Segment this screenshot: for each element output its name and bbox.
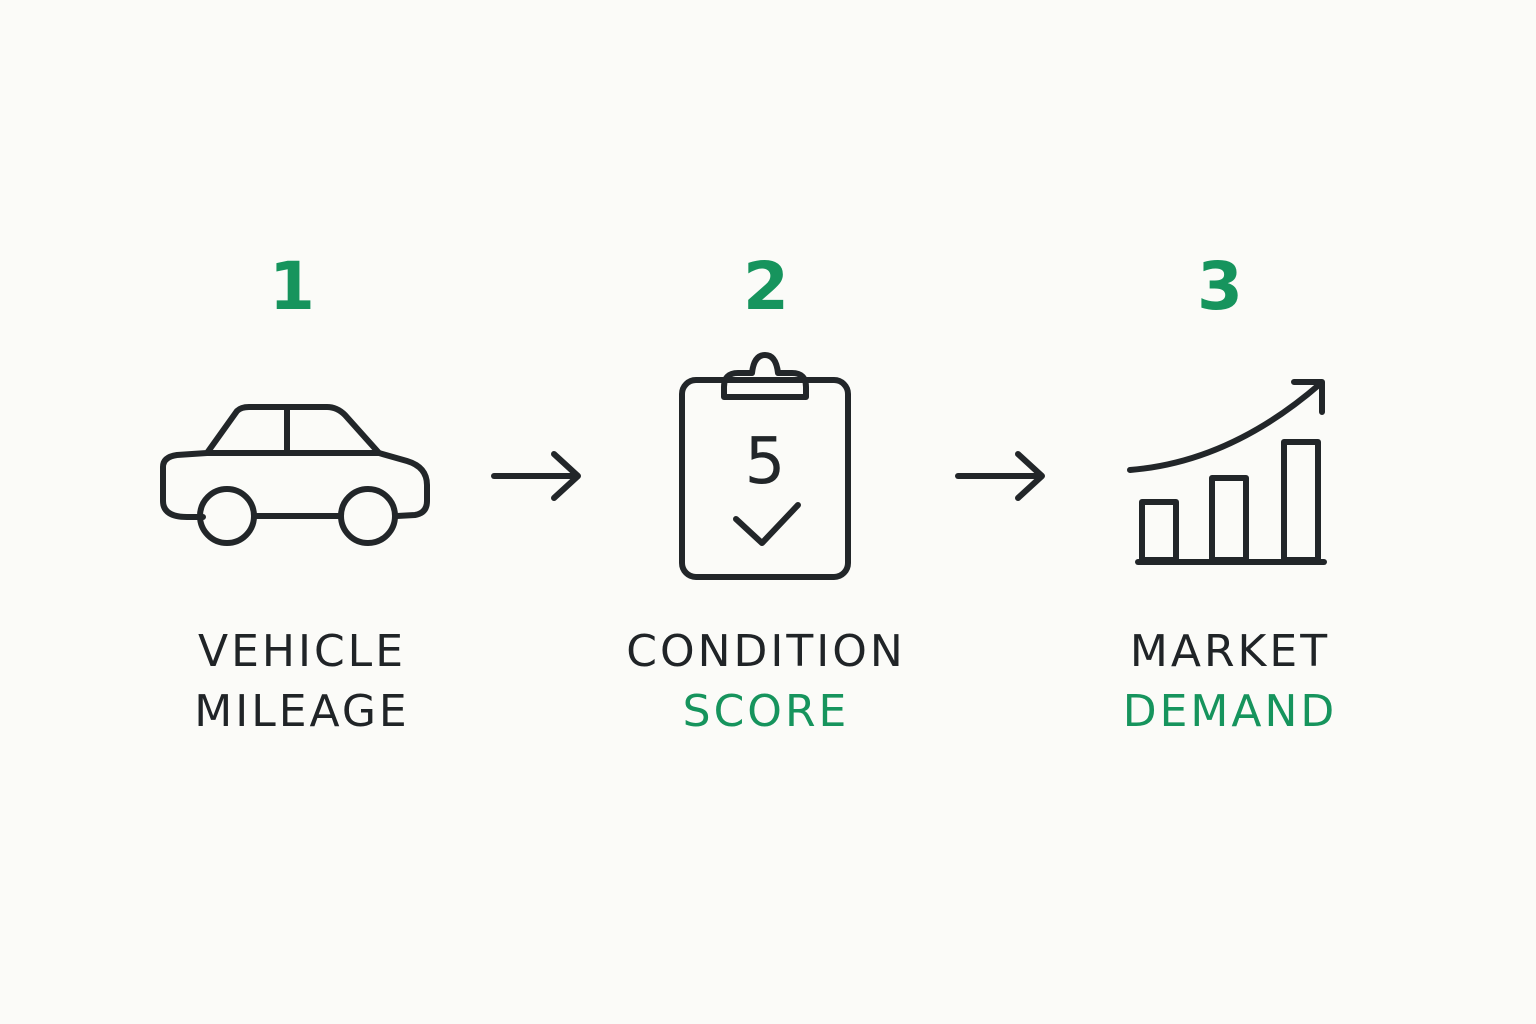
step-1-number: 1 bbox=[269, 248, 315, 325]
step-2-label-line2: SCORE bbox=[682, 686, 850, 737]
step-3-label-line2: DEMAND bbox=[1122, 686, 1338, 737]
step-2-label: CONDITION SCORE bbox=[586, 622, 946, 742]
step-2-label-line1: CONDITION bbox=[626, 626, 906, 677]
right-arrow-icon bbox=[491, 451, 581, 501]
growth-chart-icon bbox=[1127, 379, 1327, 565]
clipboard-check-icon: 5 bbox=[679, 352, 851, 580]
step-3-label: MARKET DEMAND bbox=[1050, 622, 1410, 742]
step-1-label: VEHICLE MILEAGE bbox=[122, 622, 482, 742]
step-2-number: 2 bbox=[743, 248, 789, 325]
clipboard-score: 5 bbox=[745, 425, 786, 499]
step-3-number: 3 bbox=[1197, 248, 1243, 325]
step-1-label-line2: MILEAGE bbox=[194, 686, 410, 737]
step-3-label-line1: MARKET bbox=[1129, 626, 1331, 677]
car-icon bbox=[160, 404, 430, 546]
right-arrow-icon bbox=[955, 451, 1045, 501]
step-1-label-line1: VEHICLE bbox=[198, 626, 406, 677]
